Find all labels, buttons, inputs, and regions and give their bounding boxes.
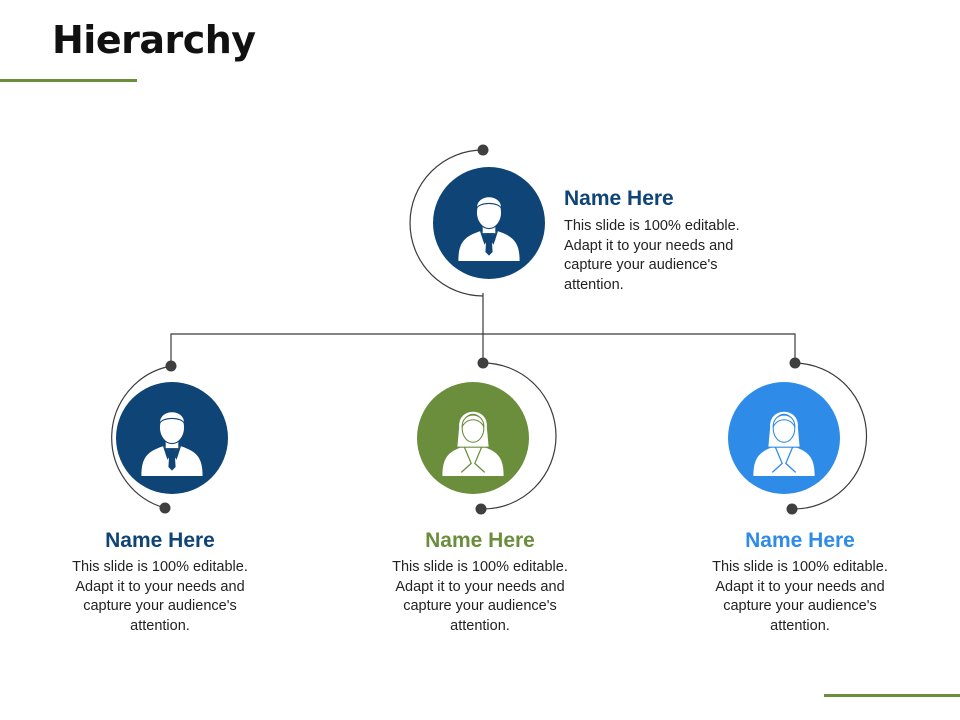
middle-node [417,357,557,515]
top-node-name: Name Here [564,187,674,210]
middle-node-dot-top [477,357,489,369]
left-node-description: This slide is 100% editable. Adapt it to… [72,559,248,634]
left-node-arc [111,365,172,509]
left-node-dot-bottom [159,502,171,514]
right-node-description: This slide is 100% editable. Adapt it to… [712,559,888,634]
left-node-name: Name Here [105,529,215,552]
middle-node-name: Name Here [425,529,535,552]
top-node-arc [409,149,484,297]
top-node-dot [477,144,489,156]
middle-node-dot-bottom [475,503,487,515]
right-node-arc [791,362,868,510]
top-node [409,144,545,297]
slide-title: Hierarchy [52,18,256,62]
connector-lines [170,293,796,363]
left-node-dot-top [165,360,177,372]
bottom-accent-line [824,694,960,697]
right-node-name: Name Here [745,529,855,552]
left-node [111,360,228,514]
middle-node-description: This slide is 100% editable. Adapt it to… [392,559,568,634]
middle-node-arc [482,362,557,510]
right-node [728,357,868,515]
top-node-description: This slide is 100% editable. Adapt it to… [564,218,740,293]
title-underline [0,79,137,82]
right-node-dot-bottom [786,503,798,515]
right-node-dot-top [789,357,801,369]
